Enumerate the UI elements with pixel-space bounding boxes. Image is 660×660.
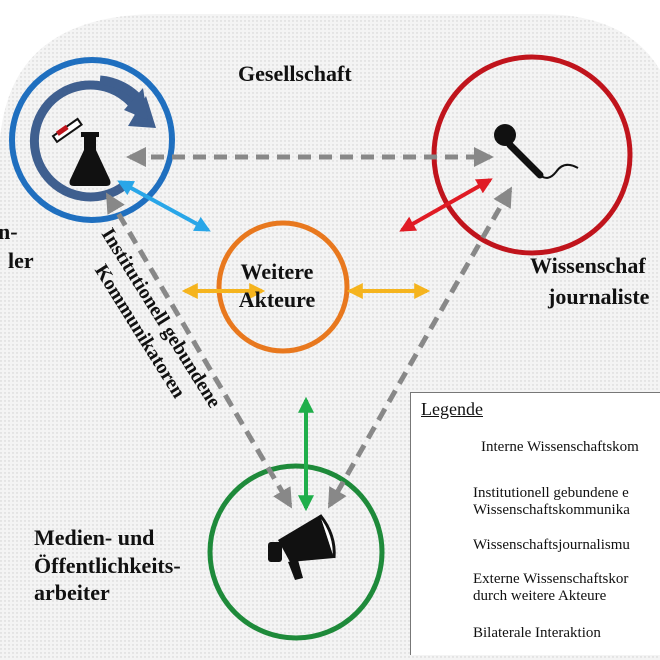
media-circle	[207, 463, 385, 641]
journalists-label-line2: journaliste	[548, 284, 650, 309]
legend-internal: Interne Wissenschaftskom	[481, 439, 639, 455]
legend-external: Externe Wissenschaftskor durch weitere A…	[473, 571, 628, 606]
legend-external-line1: Externe Wissenschaftskor	[473, 571, 629, 587]
actors-label-line2: Akteure	[238, 286, 316, 312]
flask-icon	[51, 117, 111, 186]
microphone-icon	[494, 124, 579, 179]
media-label-line1: Medien- und	[34, 525, 155, 550]
arrow-scientists-actors	[117, 180, 211, 232]
arrow-journalists-actors	[399, 178, 493, 232]
legend-journalism: Wissenschaftsjournalismu	[473, 537, 630, 553]
arrow-scientists-media	[105, 192, 293, 509]
legend-institutional-line2: Wissenschaftskommunika	[473, 502, 630, 519]
megaphone-icon	[268, 514, 336, 580]
legend-institutional: Institutionell gebundene e Wissenschafts…	[473, 485, 630, 520]
scientists-label-line2: ler	[8, 248, 34, 273]
society-label: Gesellschaft	[238, 61, 352, 86]
legend-institutional-line1: Institutionell gebundene e	[473, 485, 629, 501]
legend: Legende Interne Wissenschaftskom Institu…	[410, 392, 660, 655]
media-label: Medien- und Öffentlichkeits- arbeiter	[34, 524, 181, 607]
media-label-line2: Öffentlichkeits-	[34, 552, 181, 578]
scientists-label-line1: n-	[0, 219, 18, 244]
actors-label-line1: Weitere	[240, 259, 314, 284]
journalists-label-line1: Wissenschaf	[530, 253, 646, 278]
actors-label: Weitere Akteure	[225, 258, 329, 313]
legend-bilateral: Bilaterale Interaktion	[473, 625, 601, 641]
scientists-circle	[9, 57, 175, 223]
arrow-journalists-media	[327, 186, 513, 509]
legend-title: Legende	[421, 399, 483, 419]
legend-external-line2: durch weitere Akteure	[473, 588, 607, 605]
cycle-icon	[29, 75, 156, 202]
media-label-line3: arbeiter	[34, 580, 110, 605]
